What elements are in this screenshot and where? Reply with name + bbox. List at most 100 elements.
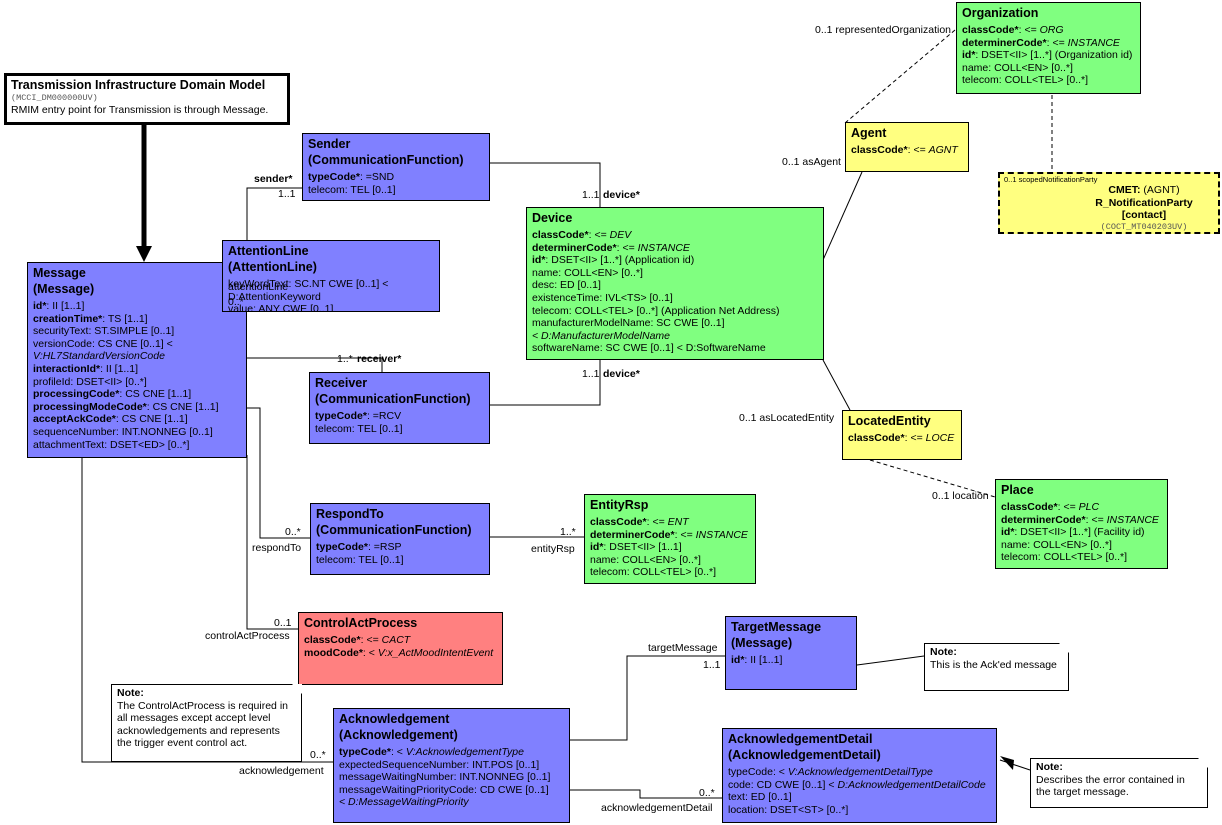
cmet-notification-party[interactable]: 0..1 scopedNotificationParty CMET: (AGNT… <box>998 172 1220 234</box>
attribute-type: : IVL<TS> [0..1] <box>599 291 673 304</box>
attribute-type: : TEL [0..1] <box>344 183 396 196</box>
class-title: Acknowledgement <box>339 712 450 726</box>
attribute-list: id*: II [1..1]creationTime*: TS [1..1]se… <box>33 300 241 451</box>
attribute-row: determinerCode*: <= INSTANCE <box>962 37 1135 50</box>
attribute-row: typeCode*: < V:AcknowledgementType <box>339 746 564 759</box>
attribute-row: keyWordText: SC.NT CWE [0..1] < D:Attent… <box>228 278 434 303</box>
attribute-row: versionCode: CS CNE [0..1] < <box>33 338 241 351</box>
attribute-type: : =RCV <box>366 410 402 422</box>
attribute-row: code: CD CWE [0..1] < D:AcknowledgementD… <box>728 779 991 792</box>
cmet-type: (AGNT) <box>1143 184 1180 196</box>
attribute-type: : CS CNE [1..1] <box>115 413 188 426</box>
class-target-message[interactable]: TargetMessage (Message) id*: II [1..1] <box>725 616 857 690</box>
attribute-name: telecom <box>962 74 999 87</box>
attribute-name: typeCode* <box>339 746 391 758</box>
attribute-row: telecom: COLL<TEL> [0..*] <box>590 566 750 579</box>
domain-model-header: Transmission Infrastructure Domain Model… <box>4 73 290 125</box>
cmet-code: (COCT_MT040203UV) <box>1100 221 1188 232</box>
label-respondto-mult: 0..* <box>285 526 301 538</box>
attribute-name: interactionId* <box>33 362 101 375</box>
class-agent[interactable]: Agent classCode*: <= AGNT <box>845 122 969 172</box>
class-title: LocatedEntity <box>848 414 931 428</box>
attribute-name: classCode* <box>304 634 361 646</box>
attribute-row: name: COLL<EN> [0..*] <box>590 554 750 567</box>
attribute-type: : DSET<II> [1..1] <box>603 541 682 554</box>
attribute-name: securityText <box>33 325 89 338</box>
class-title: AcknowledgementDetail <box>728 732 873 746</box>
attribute-name: messageWaitingNumber <box>339 771 454 784</box>
attribute-name: attachmentText <box>33 438 105 451</box>
label-target-role: targetMessage <box>648 642 718 654</box>
attribute-row: name: COLL<EN> [0..*] <box>962 62 1135 75</box>
class-message[interactable]: Message (Message) id*: II [1..1]creation… <box>27 262 247 458</box>
class-subtitle: (Message) <box>33 282 95 296</box>
attribute-type: : <= <box>907 144 929 156</box>
class-sender[interactable]: Sender (CommunicationFunction) typeCode*… <box>302 133 490 201</box>
attribute-domain: V:AcknowledgementDetailType <box>787 766 933 778</box>
label-respondto-role: respondTo <box>252 542 302 554</box>
attribute-name: name <box>1001 538 1028 551</box>
attribute-row: telecom: TEL [0..1] <box>315 423 484 436</box>
class-title: TargetMessage <box>731 620 822 634</box>
attribute-type: : DSET<ED> [0..*] <box>104 438 190 451</box>
attribute-name: telecom <box>532 304 569 317</box>
attribute-type: : <= <box>588 229 610 241</box>
attribute-type: : COLL<TEL> [0..*] <box>998 74 1089 87</box>
class-acknowledgement[interactable]: Acknowledgement (Acknowledgement) typeCo… <box>333 708 570 823</box>
class-title: Receiver <box>315 376 368 390</box>
attribute-type: : DSET<II> [1..*] (Application id) <box>545 254 695 267</box>
class-subtitle: (AcknowledgementDetail) <box>728 748 881 762</box>
attribute-row: value: ANY CWE [0..1] <box>228 303 434 311</box>
attribute-row: telecom: COLL<TEL> [0..*] <box>962 74 1135 87</box>
attribute-name: name <box>532 266 559 279</box>
note-target-message: Note: This is the Ack'ed message <box>924 643 1069 691</box>
label-attention-mult: 0..* <box>228 296 244 308</box>
class-title: Agent <box>851 126 887 140</box>
label-controlact-role: controlActProcess <box>205 630 290 642</box>
attribute-row: id*: DSET<II> [1..*] (Application id) <box>532 254 818 267</box>
attribute-row: location: DSET<ST> [0..*] <box>728 804 991 817</box>
attribute-row: determinerCode*: <= INSTANCE <box>590 529 750 542</box>
cmet-name: R_NotificationParty <box>1095 196 1193 209</box>
header-code: (MCCI_DM000000UV) <box>11 93 98 103</box>
attribute-row: determinerCode*: <= INSTANCE <box>532 242 818 255</box>
class-located-entity[interactable]: LocatedEntity classCode*: <= LOCE <box>842 410 962 460</box>
class-title: EntityRsp <box>590 498 649 512</box>
attribute-row: V:HL7StandardVersionCode <box>33 350 241 363</box>
class-receiver[interactable]: Receiver (CommunicationFunction) typeCod… <box>309 372 490 444</box>
attribute-type: : < <box>772 766 788 778</box>
attribute-type: : <= <box>674 528 696 541</box>
attribute-type: : II [1..1] <box>46 300 85 312</box>
attribute-domain: PLC <box>1078 501 1100 513</box>
class-respond-to[interactable]: RespondTo (CommunicationFunction) typeCo… <box>310 503 490 575</box>
note-title: Note: <box>930 646 957 658</box>
label-sender-mult: 1..1 <box>278 188 296 200</box>
attribute-type: : COLL<TEL> [0..*] <box>1037 551 1128 564</box>
note-text: This is the Ack'ed message <box>930 658 1057 671</box>
attribute-row: telecom: COLL<TEL> [0..*] <box>1001 551 1162 564</box>
attribute-name: desc <box>532 279 555 292</box>
attribute-type: < D:ManufacturerModelName <box>532 329 671 342</box>
attribute-row: typeCode*: =RSP <box>316 541 484 554</box>
class-acknowledgement-detail[interactable]: AcknowledgementDetail (AcknowledgementDe… <box>722 728 997 823</box>
attribute-domain: LOCE <box>925 432 955 444</box>
attribute-name: classCode* <box>851 144 908 156</box>
label-org-role: 0..1 representedOrganization <box>815 24 952 36</box>
attribute-type: : II [1..1] <box>100 362 139 375</box>
attribute-type: : CS CNE [0..1] < <box>91 337 173 350</box>
attribute-row: determinerCode*: <= INSTANCE <box>1001 514 1162 527</box>
attribute-row: id*: DSET<II> [1..*] (Organization id) <box>962 49 1135 62</box>
attribute-name: classCode* <box>590 516 647 528</box>
class-attention-line[interactable]: AttentionLine (AttentionLine) keyWordTex… <box>222 240 440 312</box>
attribute-name: typeCode* <box>316 541 368 553</box>
note-text: The ControlActProcess is required in all… <box>117 699 288 750</box>
label-ackdetail-role: acknowledgementDetail <box>601 802 713 814</box>
